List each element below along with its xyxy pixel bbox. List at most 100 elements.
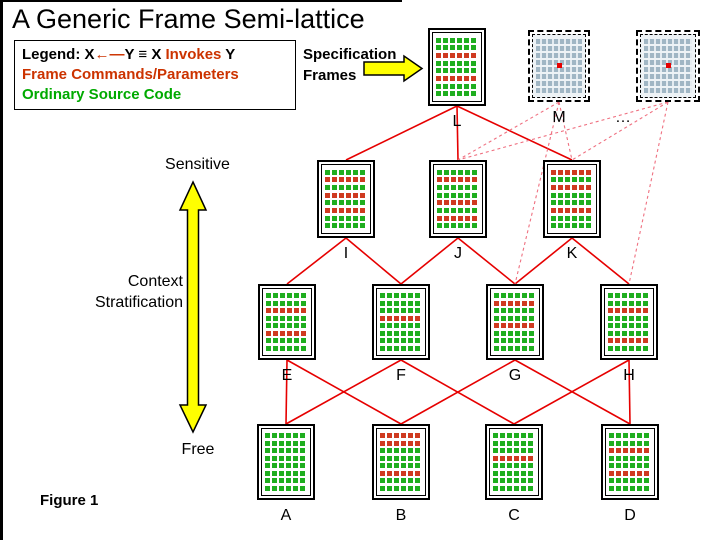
frame-label-C: C bbox=[508, 507, 520, 524]
frame-E bbox=[258, 284, 316, 360]
source-code-line bbox=[265, 455, 307, 461]
ghost-code-line bbox=[536, 88, 582, 93]
invocation-edge-M-J bbox=[457, 101, 560, 161]
source-code-line bbox=[609, 485, 651, 491]
frame-body bbox=[261, 428, 311, 496]
frame-command-line bbox=[325, 177, 367, 183]
source-code-line bbox=[609, 478, 651, 484]
source-code-line bbox=[265, 433, 307, 439]
source-code-line bbox=[493, 470, 535, 476]
source-code-line bbox=[380, 308, 422, 314]
frame-label-G: G bbox=[508, 367, 522, 384]
ghost-code-line bbox=[536, 53, 582, 58]
source-code-line bbox=[551, 223, 593, 229]
legend-invokes-word: Invokes bbox=[165, 46, 222, 63]
legend-line-invokes: Legend: X←—Y ≡ X Invokes Y bbox=[22, 46, 236, 63]
source-code-line bbox=[265, 470, 307, 476]
source-code-line bbox=[494, 293, 536, 299]
stratification-double-arrow-icon bbox=[178, 180, 208, 434]
source-code-line bbox=[493, 485, 535, 491]
invocation-edge-M-G bbox=[514, 101, 560, 285]
frame-A bbox=[257, 424, 315, 500]
source-code-line bbox=[551, 215, 593, 221]
frame-C bbox=[485, 424, 543, 500]
frame-body bbox=[433, 164, 483, 234]
source-code-line bbox=[493, 433, 535, 439]
ghost-code-line bbox=[644, 67, 692, 72]
invocation-edge-L-K bbox=[456, 105, 573, 161]
frame-label-L: L bbox=[452, 113, 462, 130]
frame-label-E: E bbox=[281, 367, 293, 384]
frame-command-line bbox=[325, 192, 367, 198]
frame-body bbox=[321, 164, 371, 234]
source-code-line bbox=[380, 463, 422, 469]
frame-body bbox=[532, 34, 586, 98]
ghost-code-line bbox=[644, 81, 692, 86]
page-left-rule bbox=[0, 0, 3, 540]
source-code-line bbox=[437, 223, 479, 229]
source-code-line bbox=[551, 177, 593, 183]
frame-command-line bbox=[551, 207, 593, 213]
frame-command-line bbox=[609, 470, 651, 476]
frame-G bbox=[486, 284, 544, 360]
ghost-code-line bbox=[536, 60, 582, 65]
legend-ordinary-code: Ordinary Source Code bbox=[22, 86, 182, 103]
invocation-edge-I-F bbox=[345, 237, 402, 285]
figure-caption: Figure 1 bbox=[40, 492, 99, 509]
specification-frames-label: Specification Frames bbox=[303, 46, 397, 84]
source-code-line bbox=[609, 433, 651, 439]
legend-arrow-icon: ←— bbox=[94, 46, 125, 63]
source-code-line bbox=[380, 345, 422, 351]
source-code-line bbox=[380, 293, 422, 299]
invocation-edge-K-G bbox=[514, 237, 573, 285]
source-code-line bbox=[380, 330, 422, 336]
source-code-line bbox=[265, 463, 307, 469]
source-code-line bbox=[436, 91, 478, 97]
origin-dot bbox=[557, 62, 562, 68]
source-code-line bbox=[266, 293, 308, 299]
source-code-line bbox=[325, 215, 367, 221]
source-code-line bbox=[436, 45, 478, 51]
frame-command-line bbox=[494, 300, 536, 306]
legend-box: Legend: X←—Y ≡ X Invokes Y Frame Command… bbox=[14, 40, 296, 110]
source-code-line bbox=[436, 68, 478, 74]
invocation-edge-F-A bbox=[285, 359, 402, 425]
frame-command-line bbox=[493, 455, 535, 461]
frame-command-line bbox=[436, 75, 478, 81]
source-code-line bbox=[494, 338, 536, 344]
source-code-line bbox=[493, 463, 535, 469]
page-title: A Generic Frame Semi-lattice bbox=[12, 4, 365, 34]
frame-body bbox=[432, 32, 482, 102]
source-code-line bbox=[380, 455, 422, 461]
frame-command-line bbox=[266, 330, 308, 336]
frame-body bbox=[376, 428, 426, 496]
free-label: Free bbox=[181, 441, 215, 458]
source-code-line bbox=[325, 169, 367, 175]
frame-command-line bbox=[380, 470, 422, 476]
legend-frame-commands: Frame Commands/Parameters bbox=[22, 66, 239, 83]
source-code-line bbox=[265, 440, 307, 446]
frame-body bbox=[547, 164, 597, 234]
frame-label-F: F bbox=[396, 367, 406, 384]
ghost-code-line bbox=[644, 53, 692, 58]
source-code-line bbox=[265, 448, 307, 454]
source-code-line bbox=[380, 323, 422, 329]
invocation-edge-N-J bbox=[457, 101, 669, 161]
source-code-line bbox=[494, 345, 536, 351]
source-code-line bbox=[266, 323, 308, 329]
invocation-edge-E-A bbox=[285, 359, 288, 425]
invocation-edge-L-I bbox=[345, 105, 458, 161]
frame-command-line bbox=[551, 184, 593, 190]
source-code-line bbox=[437, 184, 479, 190]
frame-label-K: K bbox=[566, 245, 578, 262]
frame-J bbox=[429, 160, 487, 238]
ghost-code-line bbox=[536, 74, 582, 79]
frame-command-line bbox=[437, 200, 479, 206]
source-code-line bbox=[436, 37, 478, 43]
source-code-line bbox=[265, 478, 307, 484]
source-code-line bbox=[608, 293, 650, 299]
invocation-edge-H-D bbox=[628, 359, 631, 425]
source-code-line bbox=[380, 478, 422, 484]
frame-command-line bbox=[609, 448, 651, 454]
